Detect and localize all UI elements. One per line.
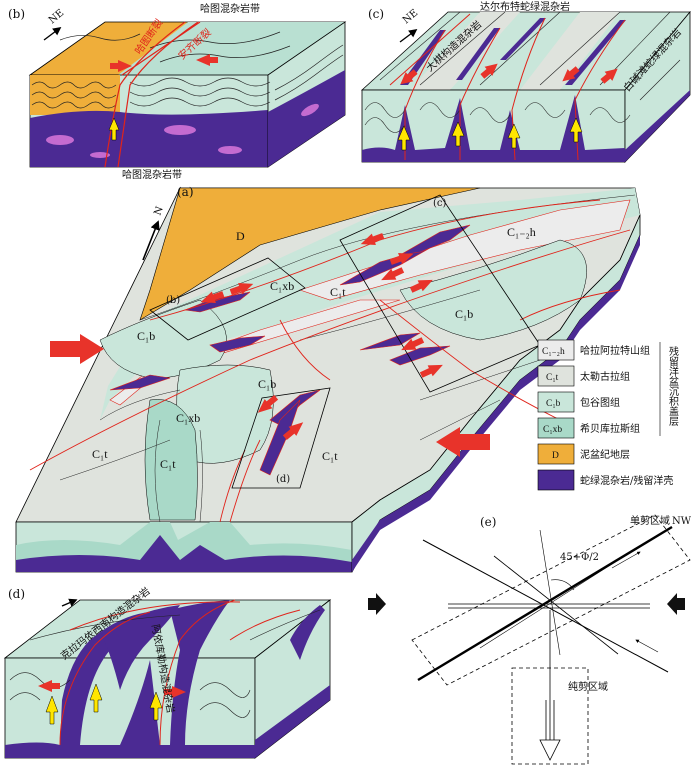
arrow-left — [368, 593, 386, 615]
panel-c: NE (c) 达尔布特蛇绿混杂岩 大棋构造混杂岩 白碱滩蛇绿混杂岩 — [360, 0, 691, 163]
panel-e-simple-shear: 单剪区域 — [630, 514, 670, 527]
legend-code: C₁xb — [543, 425, 562, 435]
label-c1t-right: C₁t — [322, 449, 338, 463]
panel-e: (e) 45+Φ/2 NW 单剪区域 纯剪区域 — [368, 514, 692, 765]
legend: C₁₋₂h 哈拉阿拉特山组 C₁t 太勒古拉组 C₁b 包谷图组 C₁xb 希贝… — [537, 339, 679, 491]
label-c12h: C₁₋₂h — [507, 225, 536, 239]
label-box-b: (b) — [166, 295, 180, 306]
legend-item: C₁t 太勒古拉组 — [537, 365, 630, 387]
simple-shear-zone — [411, 514, 691, 686]
panel-b: NE (b) 哈图混杂岩带 哈图混杂岩带 哈图断裂 安齐断裂 — [8, 2, 347, 181]
legend-item: C₁b 包谷图组 — [537, 391, 620, 413]
panel-e-nw: NW — [672, 516, 692, 527]
panel-a-north: N — [152, 205, 165, 217]
panel-e-angle: 45+Φ/2 — [560, 552, 599, 563]
unit-devonian — [139, 187, 481, 321]
legend-code: C₁₋₂h — [542, 347, 565, 357]
panel-c-top-label: 达尔布特蛇绿混杂岩 — [480, 0, 570, 13]
legend-name: 太勒古拉组 — [580, 370, 630, 383]
label-c1t-mid: C₁t — [160, 457, 176, 471]
box-b — [149, 257, 306, 341]
label-c1b-left: C₁b — [137, 329, 155, 343]
label-c1t-top: C₁t — [330, 285, 346, 299]
arrow-right — [667, 593, 685, 615]
box-d — [231, 387, 331, 489]
panel-d-label: (d) — [8, 587, 25, 601]
panel-b-label: (b) — [8, 7, 25, 21]
panel-b-bottom-label: 哈图混杂岩带 — [122, 168, 182, 181]
panel-e-pure-shear: 纯剪区域 — [568, 680, 608, 693]
panel-c-label: (c) — [368, 7, 384, 21]
legend-group-label: 残留洋盆沉积盖层 — [667, 345, 679, 427]
panel-b-top-label: 哈图混杂岩带 — [200, 2, 260, 15]
legend-code: C₁b — [546, 399, 561, 409]
panel-b-north: NE — [47, 8, 66, 27]
legend-item: D 泥盆纪地层 — [537, 443, 630, 465]
label-c1t-left: C₁t — [92, 447, 108, 461]
big-arrow-left — [50, 334, 104, 364]
label-c1xb-top: C₁xb — [270, 279, 294, 293]
label-box-c: (c) — [433, 198, 447, 209]
legend-name: 泥盆纪地层 — [580, 448, 630, 461]
panel-a: N (a) D C₁xb C₁t C₁₋₂h C₁b C₁b C₁b C₁xb … — [15, 185, 641, 573]
legend-code: C₁t — [546, 373, 559, 383]
big-arrow-right — [436, 427, 490, 457]
legend-name: 包谷图组 — [580, 396, 620, 409]
label-box-d: (d) — [276, 474, 290, 485]
label-c1xb-mid: C₁xb — [176, 411, 200, 425]
legend-code: D — [552, 451, 559, 461]
legend-item: 蛇绿混杂岩/残留洋壳 — [537, 469, 673, 491]
legend-name: 希贝库拉斯组 — [580, 422, 640, 435]
label-c1b-mid: C₁b — [258, 377, 276, 391]
legend-item: C₁₋₂h 哈拉阿拉特山组 — [537, 339, 650, 361]
panel-e-label: (e) — [480, 515, 496, 529]
panel-d: (d) 克拉玛依西南构造混杂岩 阿依库勒构造混杂岩 — [3, 584, 332, 759]
legend-name: 蛇绿混杂岩/残留洋壳 — [580, 474, 673, 487]
label-d: D — [236, 229, 245, 243]
legend-item: C₁xb 希贝库拉斯组 — [537, 417, 640, 439]
legend-name: 哈拉阿拉特山组 — [580, 344, 650, 357]
panel-c-north: NE — [401, 8, 420, 27]
panel-a-label: (a) — [177, 185, 194, 199]
label-c1b-right: C₁b — [455, 307, 473, 321]
